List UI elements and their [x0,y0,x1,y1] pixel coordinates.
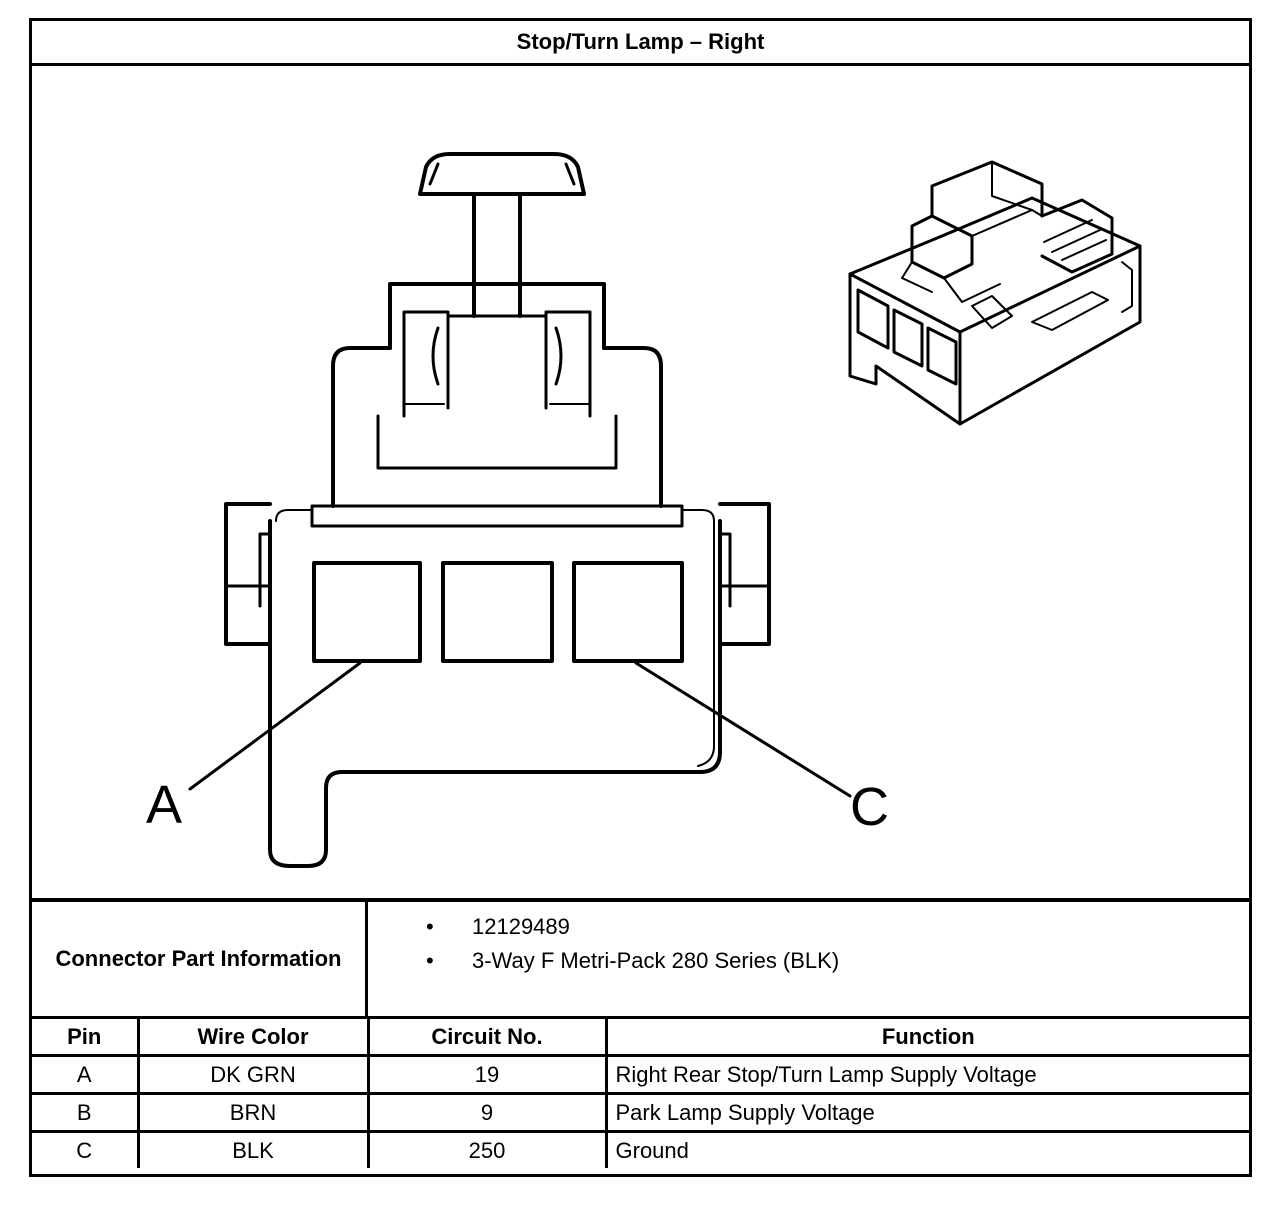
connector-part-info: Connector Part Information • 12129489 • … [32,898,1249,1016]
header-function: Function [604,1016,1249,1057]
connector-sheet: Stop/Turn Lamp – Right [29,18,1252,1177]
circuit-cell: 250 [366,1130,608,1168]
pin-a-label: A [146,775,183,835]
main-body [268,519,722,868]
bullet-icon: • [426,948,434,973]
cavity-b [441,561,554,663]
header-wire-color: Wire Color [136,1016,370,1057]
pin-cell: B [32,1092,140,1133]
pin-table: Pin Wire Color Circuit No. Function A DK… [32,1016,1249,1168]
left-clip [224,502,272,646]
circuit-cell: 9 [366,1092,608,1133]
table-row: A DK GRN 19 Right Rear Stop/Turn Lamp Su… [32,1054,1249,1095]
connector-type: 3-Way F Metri-Pack 280 Series (BLK) [472,948,840,973]
latch-stem [472,192,522,318]
circuit-cell: 19 [366,1054,608,1095]
wire-color-cell: DK GRN [136,1054,370,1095]
sheet-title: Stop/Turn Lamp – Right [32,21,1249,66]
pin-c-label: C [850,777,889,837]
latch-head [418,152,586,196]
pin-cell: C [32,1130,140,1168]
function-cell: Park Lamp Supply Voltage [604,1092,1249,1133]
connector-drawing: A C [32,66,1249,898]
leader-a [188,661,362,791]
pin-cell: A [32,1054,140,1095]
table-row: C BLK 250 Ground [32,1130,1249,1168]
wire-color-cell: BRN [136,1092,370,1133]
function-cell: Right Rear Stop/Turn Lamp Supply Voltage [604,1054,1249,1095]
right-clip [718,502,771,646]
header-pin: Pin [32,1016,140,1057]
table-row: B BRN 9 Park Lamp Supply Voltage [32,1092,1249,1133]
connector-face-view [188,152,1142,868]
leader-c [634,661,852,798]
function-cell: Ground [604,1130,1249,1168]
connector-part-info-label: Connector Part Information [32,902,368,1016]
pin-table-header: Pin Wire Color Circuit No. Function [32,1016,1249,1057]
shoulders [331,346,663,508]
wire-color-cell: BLK [136,1130,370,1168]
upper-housing [388,282,606,350]
header-circuit-no: Circuit No. [366,1016,608,1057]
connector-part-info-list: • 12129489 • 3-Way F Metri-Pack 280 Seri… [368,902,1249,1016]
cavity-c [572,561,684,663]
connector-3d-view [848,160,1142,426]
bullet-icon: • [426,914,434,939]
part-number: 12129489 [472,914,570,939]
cavity-a [312,561,422,663]
